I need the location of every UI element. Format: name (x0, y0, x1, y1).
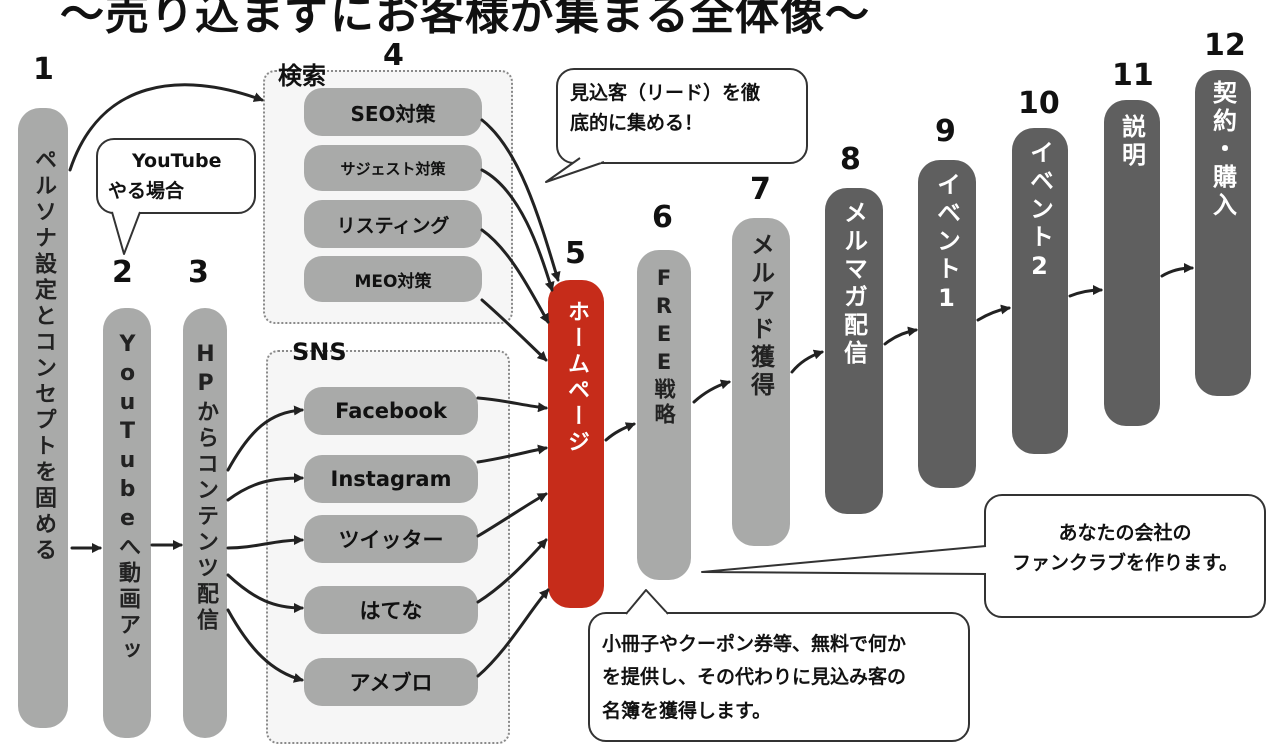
arrow-3-to-twitter (226, 535, 304, 550)
arrow-meo-to-home (480, 298, 548, 362)
arrow-listing-to-home (480, 228, 550, 324)
arrow-11-to-12 (1160, 263, 1194, 278)
arrow-facebook-to-home (476, 396, 548, 413)
connector-layer (68, 83, 1194, 683)
arrow-3-to-ameblo (226, 608, 304, 683)
youtube-bubble-line2: やる場合 (108, 180, 185, 203)
youtube-bubble-line1: YouTube (132, 150, 222, 172)
step-number-1: 1 (33, 52, 54, 87)
step-10-label: イベント2 (1025, 140, 1054, 284)
sns-item-ameblo: アメブロ (304, 658, 478, 706)
step-12-box: 契約・購入 (1195, 70, 1251, 396)
lead-bubble: 見込客（リード）を徹 底的に集める！ (556, 68, 808, 164)
step-9-box: イベント1 (918, 160, 976, 488)
step-11-box: 説明 (1104, 100, 1160, 426)
arrow-ameblo-to-home (476, 588, 550, 678)
step-number-8: 8 (840, 142, 861, 177)
step-2-label: YouTubeへ動画アッ (115, 332, 140, 665)
step-12-label: 契約・購入 (1208, 80, 1237, 220)
arrow-7-to-8 (790, 349, 824, 374)
step-number-2: 2 (112, 255, 133, 290)
fanclub-bubble-tail (701, 545, 987, 575)
step-number-6: 6 (652, 200, 673, 235)
step-5-label: ホームページ (564, 300, 589, 456)
arrow-suggest-to-home (480, 168, 555, 292)
free-bubble-line1: 小冊子やクーポン券等、無料で何か (602, 633, 907, 655)
step-number-4: 4 (383, 38, 404, 73)
step-2-box: YouTubeへ動画アッ (103, 308, 151, 738)
step-number-10: 10 (1018, 86, 1060, 121)
arrow-3-to-hatena (226, 573, 304, 613)
arrow-8-to-9 (883, 326, 918, 346)
step-11-label: 説明 (1117, 114, 1146, 170)
fanclub-bubble: あなたの会社の ファンクラブを作ります。 (984, 494, 1266, 618)
lead-bubble-line1: 見込客（リード）を徹 (570, 82, 761, 104)
search-group-label: 検索 (278, 62, 326, 90)
step-5-homepage-box: ホームページ (548, 280, 604, 608)
step-7-box: メルアド獲得 (732, 218, 790, 546)
arrow-1-to-search (68, 83, 264, 172)
page-title: 〜売り込まずにお客様が集まる全体像〜 (60, 0, 870, 40)
arrow-twitter-to-home (476, 492, 548, 538)
arrow-3-to-facebook (226, 405, 304, 472)
free-bubble-line3: 名簿を獲得します。 (602, 699, 772, 722)
sns-item-hatena: はてな (304, 586, 478, 634)
step-number-5: 5 (565, 236, 586, 271)
lead-bubble-line2: 底的に集める！ (570, 112, 704, 135)
sns-item-twitter: ツイッター (304, 515, 478, 563)
search-item-seo: SEO対策 (304, 88, 482, 136)
arrow-9-to-10 (976, 304, 1011, 322)
arrow-instagram-to-home (476, 444, 548, 464)
step-number-11: 11 (1112, 58, 1154, 93)
arrow-6-to-7 (692, 379, 731, 404)
step-6-box: FREE戦略 (637, 250, 691, 580)
fanclub-bubble-line2: ファンクラブを作ります。 (1011, 552, 1239, 575)
step-1-label: ペルソナ設定とコンセプトを固める (31, 148, 56, 564)
arrow-10-to-11 (1068, 285, 1103, 298)
step-10-box: イベント2 (1012, 128, 1068, 454)
sns-group-label: SNS (292, 338, 347, 366)
step-9-label: イベント1 (932, 172, 961, 316)
search-item-suggest: サジェスト対策 (304, 145, 482, 191)
arrow-3-to-instagram (226, 473, 304, 502)
youtube-bubble-tail (111, 211, 141, 255)
search-item-meo: MEO対策 (304, 256, 482, 302)
step-8-box: メルマガ配信 (825, 188, 883, 514)
arrow-hatena-to-home (476, 538, 548, 604)
sns-item-facebook: Facebook (304, 387, 478, 435)
sns-item-instagram: Instagram (304, 455, 478, 503)
step-number-7: 7 (750, 172, 771, 207)
step-6-label: FREE戦略 (652, 266, 676, 428)
search-item-listing: リスティング (304, 200, 482, 248)
step-3-box: HPからコンテンツ配信 (183, 308, 227, 738)
step-3-label: HPからコンテンツ配信 (193, 342, 218, 634)
step-7-label: メルアド獲得 (746, 232, 775, 400)
free-bubble-tail (625, 589, 669, 615)
youtube-bubble: YouTube やる場合 (96, 138, 256, 214)
arrow-seo-to-home (480, 118, 561, 282)
fanclub-bubble-line1: あなたの会社の (1058, 522, 1192, 544)
arrow-5-to-6 (604, 422, 636, 442)
step-8-label: メルマガ配信 (839, 200, 868, 368)
step-number-3: 3 (188, 255, 209, 290)
step-number-12: 12 (1204, 28, 1246, 63)
step-1-box: ペルソナ設定とコンセプトを固める (18, 108, 68, 728)
free-bubble-line2: を提供し、その代わりに見込み客の (602, 666, 907, 689)
lead-bubble-tail (545, 157, 605, 183)
step-number-9: 9 (935, 114, 956, 149)
